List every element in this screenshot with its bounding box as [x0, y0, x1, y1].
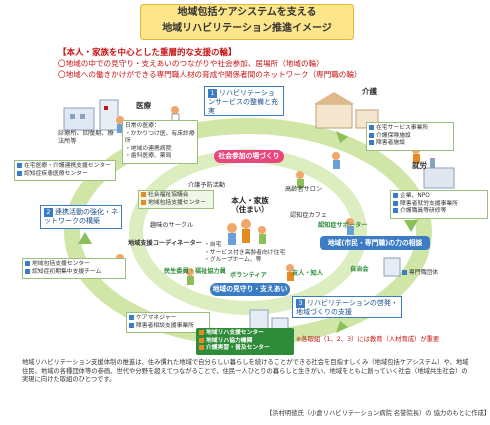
employment-item: 企業、NPO: [393, 193, 485, 201]
ring-bottom-label: 地域の見守り・支えあい: [210, 283, 290, 296]
support-item: 地域リハ協力機関: [199, 337, 291, 346]
center-item: ・自宅: [204, 242, 222, 248]
lower-mid-box: ケアマネジャー 障害者相談支援事業所: [126, 312, 210, 333]
focus-heading: 【本人・家族を中心とした重層的な支援の輪】: [58, 48, 237, 58]
employment-item: 障害者就労支援事業所: [393, 200, 485, 209]
center-items: ・自宅 ・サービス付き高齢者向け住宅 ・グループホーム、等: [204, 242, 300, 265]
medical-centers-box: 在宅医療・介護連携支援センター 認知症疾患医療センター: [14, 160, 116, 181]
center-item: ・サービス付き高齢者向け住宅: [204, 249, 286, 256]
community-item: 自治会: [350, 266, 369, 273]
bullet-icon: [141, 199, 146, 205]
medical-provider: 日常の医療：: [125, 123, 160, 129]
community-item: 民生委員・福祉協力員: [164, 268, 226, 275]
care-item: 障害者施設: [369, 140, 451, 148]
number-badge: 1: [208, 89, 217, 98]
care-label: 介護: [362, 87, 377, 96]
support-item: 地域リハ支援センター: [199, 330, 291, 338]
office-icon: [383, 257, 401, 277]
left-lower-box: 地域包括支援センター 認知症初期集中支援チーム: [22, 258, 126, 279]
bullet-icon: [393, 208, 398, 213]
participation-item: 高齢者サロン: [285, 186, 323, 193]
community-item: 認知症サポーター: [318, 222, 368, 229]
bullet-icon: [393, 200, 398, 206]
employment-item: 介護職員等研修等: [393, 208, 485, 216]
number-badge: 2: [44, 208, 53, 217]
support-box: 地域リハ支援センター 地域リハ協力機関 介護実習・普及センター: [196, 328, 294, 355]
participation-item: 認知症カフェ: [290, 212, 328, 219]
center-title: 本人・家族 （住まい）: [231, 196, 269, 214]
focus-item-2: 〇地域への働きかけができる専門職人材の育成や関係者間のネットワーク（専門職の輪）: [58, 70, 362, 79]
bullet-icon: [25, 261, 30, 266]
community-item: 友人・知人: [292, 270, 323, 277]
medical-clinic-label: 診療所、回復期、療法所等: [58, 130, 114, 145]
coordinator-label: 地域支援コーディネーター: [128, 240, 202, 247]
employment-label: 就労: [412, 161, 427, 170]
focus-item-1: 〇地域の中での見守り・支えあいのつながりや社会参加、居場所（地域の輪）: [58, 59, 324, 68]
bullet-icon: [17, 163, 22, 168]
bullet-icon: [17, 170, 22, 176]
medical-provider: ・かかりつけ医、有床診療所: [125, 130, 195, 145]
factory-icon: [423, 158, 455, 189]
care-item: 在宅サービス事業所: [369, 125, 451, 133]
focus-block: 【本人・家族を中心とした重層的な支援の輪】 〇地域の中での見守り・支えあいのつな…: [58, 46, 418, 80]
bullet-icon: [199, 337, 204, 343]
numbered-text-3: リハビリテーションの啓発・地域づくりの支援: [296, 299, 398, 316]
lower-mid-item: ケアマネジャー: [129, 315, 207, 323]
bullet-icon: [369, 132, 374, 138]
bullet-icon: [129, 322, 134, 328]
note: ※各取組（1、2、3）には教育（人材育成）が重要: [296, 336, 440, 343]
bullet-icon: [369, 140, 374, 145]
medical-center-item: 在宅医療・介護連携支援センター: [17, 163, 113, 171]
medical-providers-box: 日常の医療： ・かかりつけ医、有床診療所 ・地域の連携病院 ・歯科医療、薬局: [122, 120, 198, 164]
bullet-icon: [369, 125, 374, 130]
bullet-icon: [199, 330, 204, 335]
participation-item: 趣味のサークル: [150, 222, 194, 229]
bullet-icon: [141, 192, 146, 197]
arrow-icon: [336, 131, 348, 143]
left-mid-item: 地域包括支援センター: [141, 199, 211, 208]
center-item: ・グループホーム、等: [204, 257, 262, 263]
numbered-text-1: リハビリテーションサービスの整備と充実: [208, 89, 278, 115]
lower-mid-item: 障害者相談支援事業所: [129, 322, 207, 331]
care-item: 介護保険施設: [369, 132, 451, 141]
left-mid-item: 社会福祉協議会: [141, 192, 211, 200]
medical-provider: ・歯科医療、薬局: [125, 153, 172, 159]
arrow-icon: [78, 232, 92, 244]
bullet-icon: [199, 345, 204, 350]
credit: 【浜村明徳氏（小倉リハビリテーション病院 名誉院長）の 協力のもとに作成】: [266, 410, 490, 417]
title-box: 地域包括ケアシステムを支える 地域リハビリテーション推進イメージ: [140, 4, 354, 40]
support-item: 介護実習・普及センター: [199, 345, 291, 353]
left-mid-box: 社会福祉協議会 地域包括支援センター: [138, 190, 214, 209]
number-badge: 3: [296, 299, 305, 308]
arrow-icon: [336, 321, 348, 333]
employment-box: 企業、NPO 障害者就労支援事業所 介護職員等研修等: [390, 190, 488, 219]
bullet-icon: [25, 268, 30, 274]
medical-label: 医療: [136, 101, 151, 110]
arrow-icon: [404, 220, 418, 232]
ring-top-label: 社会参加の場づくり: [214, 150, 284, 163]
medical-center-item: 認知症疾患医療センター: [17, 170, 113, 179]
left-lower-item: 地域包括支援センター: [25, 261, 123, 269]
numbered-text-2: 連携活動の強化・ネットワークの構築: [44, 208, 118, 225]
bullet-icon: [129, 315, 134, 320]
care-box: 在宅サービス事業所 介護保険施設 障害者施設: [366, 122, 454, 151]
right-lower-item: 専門職団体: [402, 270, 438, 278]
title-line-2: 地域リハビリテーション推進イメージ: [162, 23, 332, 34]
left-lower-item: 認知症初期集中支援チーム: [25, 268, 123, 277]
bullet-icon: [393, 193, 398, 198]
community-item: ボランティア: [230, 272, 267, 279]
medical-provider: ・地域の連携病院: [125, 145, 172, 152]
bullet-icon: [402, 270, 407, 275]
ring-right-label: 地域(市民・専門職)の力の相談: [320, 236, 430, 250]
title-line-1: 地域包括ケアシステムを支える: [177, 7, 317, 18]
caption: 地域リハビリテーション支援体制の推進は、住み慣れた地域で自分らしい暮らしを続ける…: [22, 359, 469, 384]
hospital-icon: [63, 99, 119, 131]
participation-item: 介護予防活動: [188, 182, 226, 189]
